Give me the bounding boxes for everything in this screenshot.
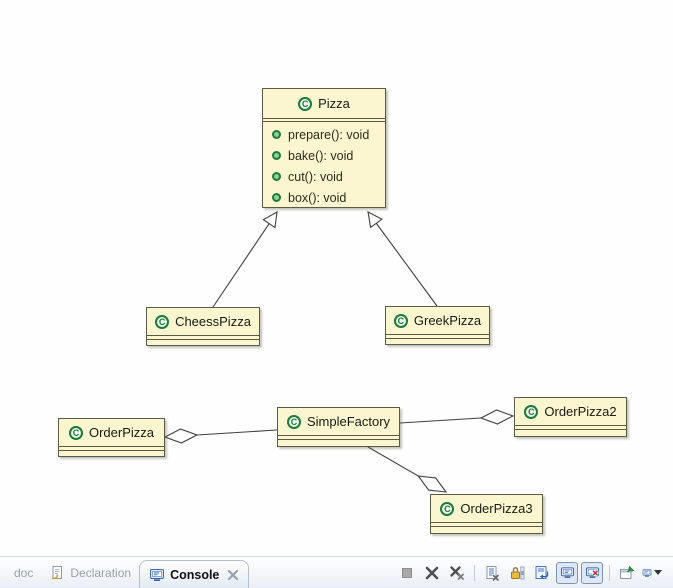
attributes-compartment [263, 118, 385, 122]
class-name: OrderPizza [88, 425, 155, 440]
operations-compartment [147, 339, 259, 345]
class-box-simplefactory[interactable]: C SimpleFactory [277, 407, 400, 447]
terminate-icon [402, 567, 412, 578]
class-icon: C [440, 501, 455, 516]
class-name: CheessPizza [175, 314, 251, 329]
generalization-cheesspizza-pizza[interactable] [212, 210, 278, 308]
method-item: cut(): void [263, 166, 385, 187]
class-name: GreekPizza [413, 313, 482, 328]
class-box-cheesspizza[interactable]: C CheessPizza [146, 307, 260, 346]
operations-compartment [278, 439, 399, 445]
class-icon: C [68, 425, 83, 440]
open-console-button[interactable] [641, 562, 663, 584]
class-header: C GreekPizza [386, 307, 489, 334]
console-icon [149, 567, 165, 583]
aggregation-orderpizza-simplefactory[interactable] [165, 430, 278, 437]
method-label: bake(): void [288, 148, 354, 163]
public-method-icon [272, 130, 281, 139]
clear-console-icon [486, 565, 499, 581]
class-icon: C [393, 313, 408, 328]
open-console-icon [642, 568, 652, 577]
generalization-greekpizza-pizza[interactable] [367, 211, 438, 307]
aggregation-simplefactory-orderpizza2[interactable] [399, 416, 513, 423]
class-header: C OrderPizza [59, 419, 164, 446]
view-tabs: doc Declaration [0, 557, 250, 588]
operations-compartment: prepare(): void bake(): void cut(): void… [263, 122, 385, 208]
tab-label: Declaration [70, 565, 132, 580]
class-box-greekpizza[interactable]: C GreekPizza [385, 306, 490, 345]
close-icon[interactable] [227, 569, 239, 581]
class-box-pizza[interactable]: C Pizza prepare(): void bake(): void cut… [262, 88, 386, 208]
public-method-icon [272, 151, 281, 160]
show-stdout-button[interactable] [556, 561, 578, 584]
class-header: C Pizza [263, 89, 385, 118]
attributes-compartment [386, 334, 489, 338]
connector-layer [0, 210, 673, 556]
attributes-compartment [59, 446, 164, 450]
attributes-compartment [431, 522, 542, 526]
console-stderr-icon [585, 567, 599, 578]
tab-declaration[interactable]: Declaration [41, 557, 139, 588]
operations-compartment [59, 450, 164, 456]
attributes-compartment [515, 425, 626, 429]
class-box-orderpizza2[interactable]: C OrderPizza2 [514, 397, 627, 437]
class-name: SimpleFactory [306, 414, 391, 429]
class-icon: C [155, 314, 170, 329]
public-method-icon [272, 193, 281, 202]
class-name: OrderPizza3 [460, 501, 533, 516]
tab-console[interactable]: Console [139, 560, 250, 588]
public-method-icon [272, 172, 281, 181]
tab-label: doc [14, 565, 34, 580]
terminate-button[interactable] [396, 562, 418, 584]
attributes-compartment [278, 435, 399, 439]
attributes-compartment [147, 335, 259, 339]
declaration-icon [49, 565, 65, 581]
uml-diagram-canvas: C Pizza prepare(): void bake(): void cut… [0, 88, 673, 556]
class-icon: C [286, 414, 301, 429]
method-label: box(): void [288, 190, 347, 205]
class-box-orderpizza[interactable]: C OrderPizza [58, 418, 165, 457]
class-icon: C [524, 404, 539, 419]
class-header: C OrderPizza3 [431, 495, 542, 522]
method-label: cut(): void [288, 169, 343, 184]
remove-launch-button[interactable] [421, 562, 443, 584]
operations-compartment [431, 526, 542, 532]
word-wrap-button[interactable] [531, 562, 553, 584]
tab-label: Console [170, 567, 220, 582]
method-item: prepare(): void [263, 124, 385, 145]
aggregation-simplefactory-orderpizza3[interactable] [367, 446, 446, 492]
remove-all-terminated-button[interactable] [446, 562, 468, 584]
clear-console-button[interactable] [481, 562, 503, 584]
operations-compartment [386, 338, 489, 344]
class-header: C OrderPizza2 [515, 398, 626, 425]
class-box-orderpizza3[interactable]: C OrderPizza3 [430, 494, 543, 534]
pin-console-button[interactable] [616, 562, 638, 584]
remove-all-icon [450, 565, 464, 580]
console-toolbar [396, 561, 673, 584]
scroll-lock-icon [511, 566, 525, 579]
method-item: bake(): void [263, 145, 385, 166]
scroll-lock-button[interactable] [506, 562, 528, 584]
method-label: prepare(): void [288, 127, 370, 142]
remove-icon [425, 566, 439, 579]
view-tab-bar: doc Declaration [0, 556, 673, 588]
class-header: C SimpleFactory [278, 408, 399, 435]
word-wrap-icon [535, 565, 549, 579]
class-icon: C [298, 96, 313, 111]
class-header: C CheessPizza [147, 308, 259, 335]
console-stdout-icon [560, 567, 574, 578]
toolbar-separator [474, 564, 475, 581]
method-item: box(): void [263, 187, 385, 208]
show-stderr-button[interactable] [581, 561, 603, 584]
pin-console-icon [620, 565, 635, 579]
toolbar-separator [609, 564, 610, 581]
class-name: OrderPizza2 [544, 404, 617, 419]
tab-javadoc[interactable]: doc [6, 557, 41, 588]
class-name: Pizza [318, 96, 350, 111]
chevron-down-icon[interactable] [654, 570, 662, 575]
operations-compartment [515, 429, 626, 435]
